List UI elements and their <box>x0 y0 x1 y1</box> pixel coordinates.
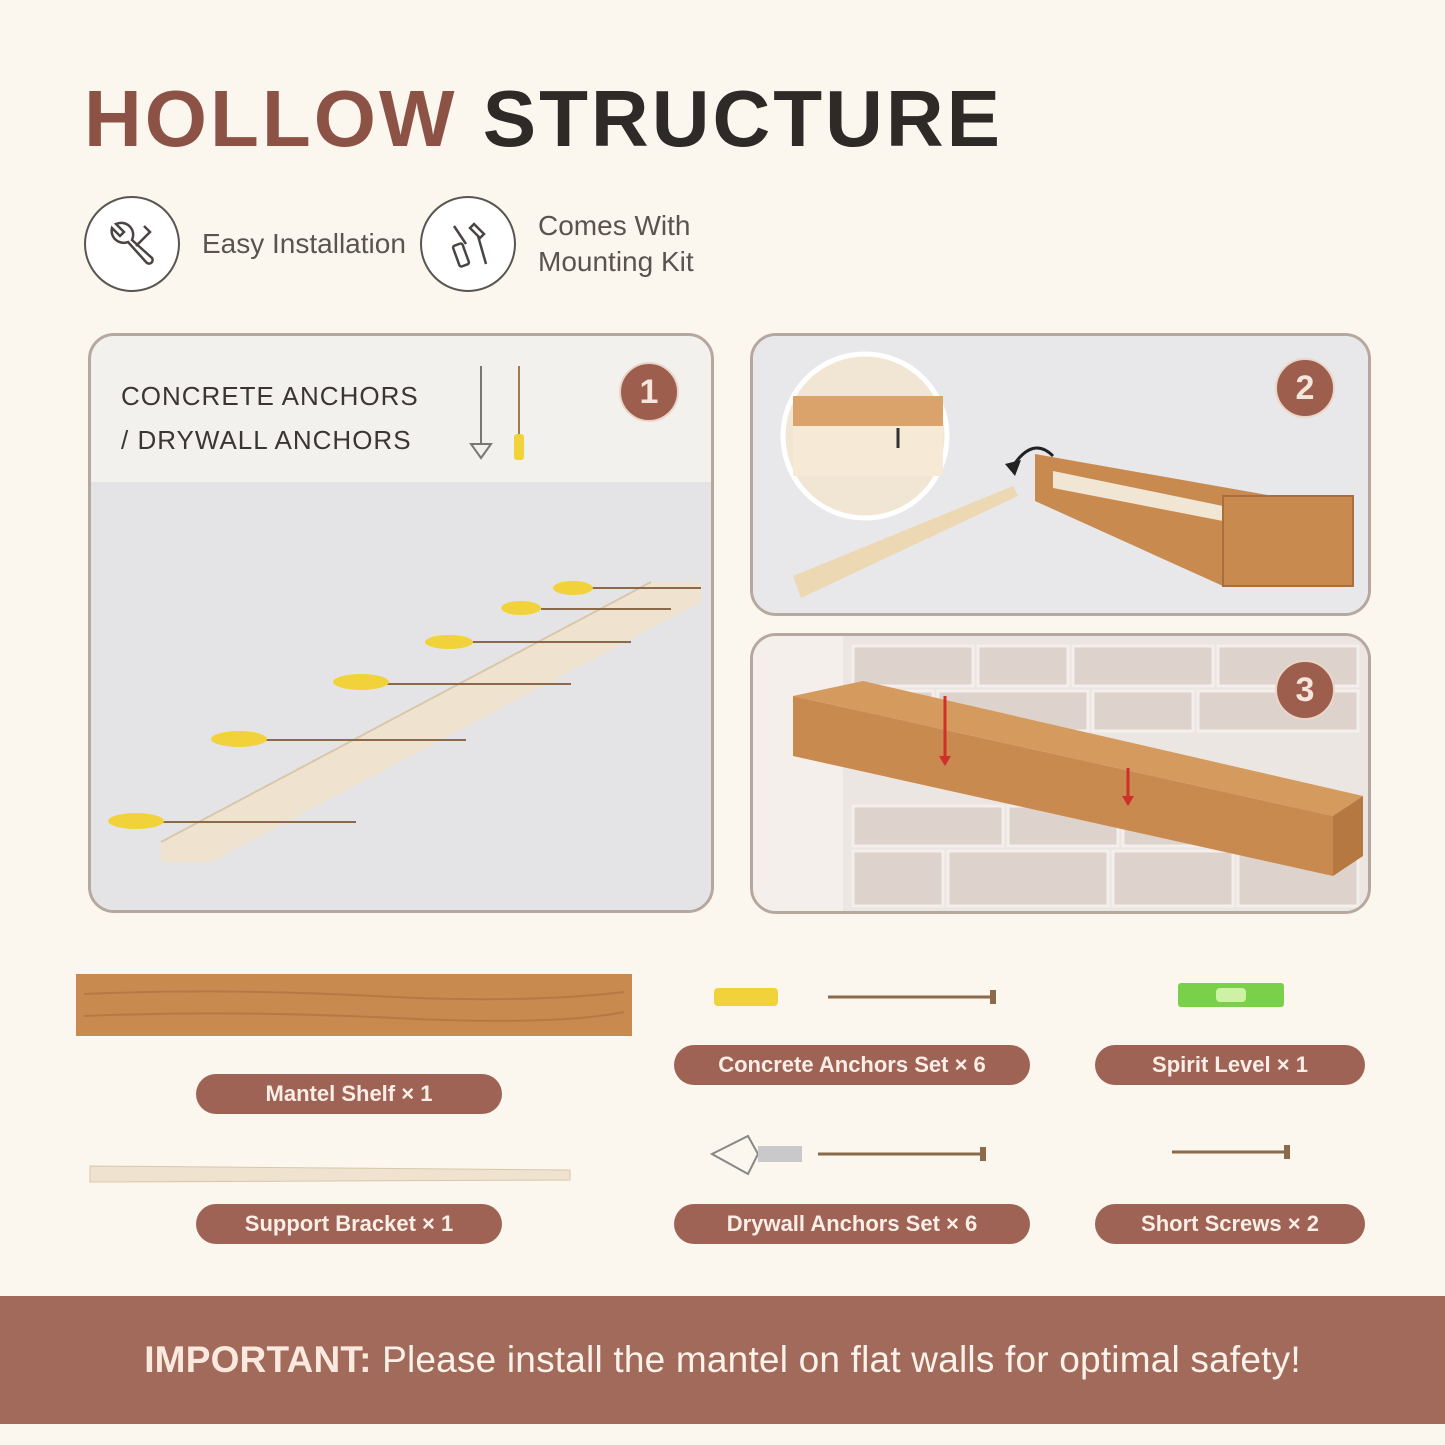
feature-label: Easy Installation <box>202 228 406 259</box>
step-2-illustration <box>753 336 1368 613</box>
feature-easy-installation: Easy Installation <box>84 196 422 292</box>
tools-icon <box>420 196 516 292</box>
short-screws-label: Short Screws × 2 <box>1095 1204 1365 1244</box>
important-banner: IMPORTANT: Please install the mantel on … <box>0 1296 1445 1424</box>
spirit-level-image <box>1178 983 1284 1007</box>
step-3-badge: 3 <box>1275 660 1335 720</box>
step-3-panel: 3 <box>750 633 1371 914</box>
step-1-line-2: / DRYWALL ANCHORS <box>121 425 412 455</box>
important-message: Please install the mantel on flat walls … <box>382 1339 1301 1380</box>
step-1-badge: 1 <box>619 362 679 422</box>
feature-label: Comes With Mounting Kit <box>538 210 694 277</box>
spirit-level-label: Spirit Level × 1 <box>1095 1045 1365 1085</box>
wrench-icon <box>84 196 180 292</box>
step-1-panel: CONCRETE ANCHORS / DRYWALL ANCHORS 1 <box>88 333 714 913</box>
step-1-caption: CONCRETE ANCHORS / DRYWALL ANCHORS <box>121 374 419 462</box>
concrete-anchor-image <box>714 988 996 1006</box>
concrete-anchors-label: Concrete Anchors Set × 6 <box>674 1045 1030 1085</box>
title-part-2: STRUCTURE <box>482 74 1004 163</box>
step-1-line-1: CONCRETE ANCHORS <box>121 381 419 411</box>
step-3-illustration <box>753 636 1368 911</box>
step-2-panel: 2 <box>750 333 1371 616</box>
important-text: IMPORTANT: Please install the mantel on … <box>144 1339 1301 1381</box>
drywall-anchors-label: Drywall Anchors Set × 6 <box>674 1204 1030 1244</box>
drywall-anchor-image <box>709 1134 986 1176</box>
page-title: HOLLOW STRUCTURE <box>84 74 1003 164</box>
anchor-screw-icon <box>469 366 524 460</box>
support-bracket-label: Support Bracket × 1 <box>196 1204 502 1244</box>
title-part-1: HOLLOW <box>84 74 458 163</box>
short-screws-image <box>1172 1145 1290 1159</box>
step-1-illustration <box>91 482 711 910</box>
support-bracket-image <box>89 1165 571 1183</box>
feature-mounting-kit: Comes With Mounting Kit <box>420 196 778 292</box>
step-2-badge: 2 <box>1275 358 1335 418</box>
mantel-shelf-label: Mantel Shelf × 1 <box>196 1074 502 1114</box>
important-lead: IMPORTANT: <box>144 1339 372 1380</box>
mantel-shelf-image <box>76 974 632 1036</box>
